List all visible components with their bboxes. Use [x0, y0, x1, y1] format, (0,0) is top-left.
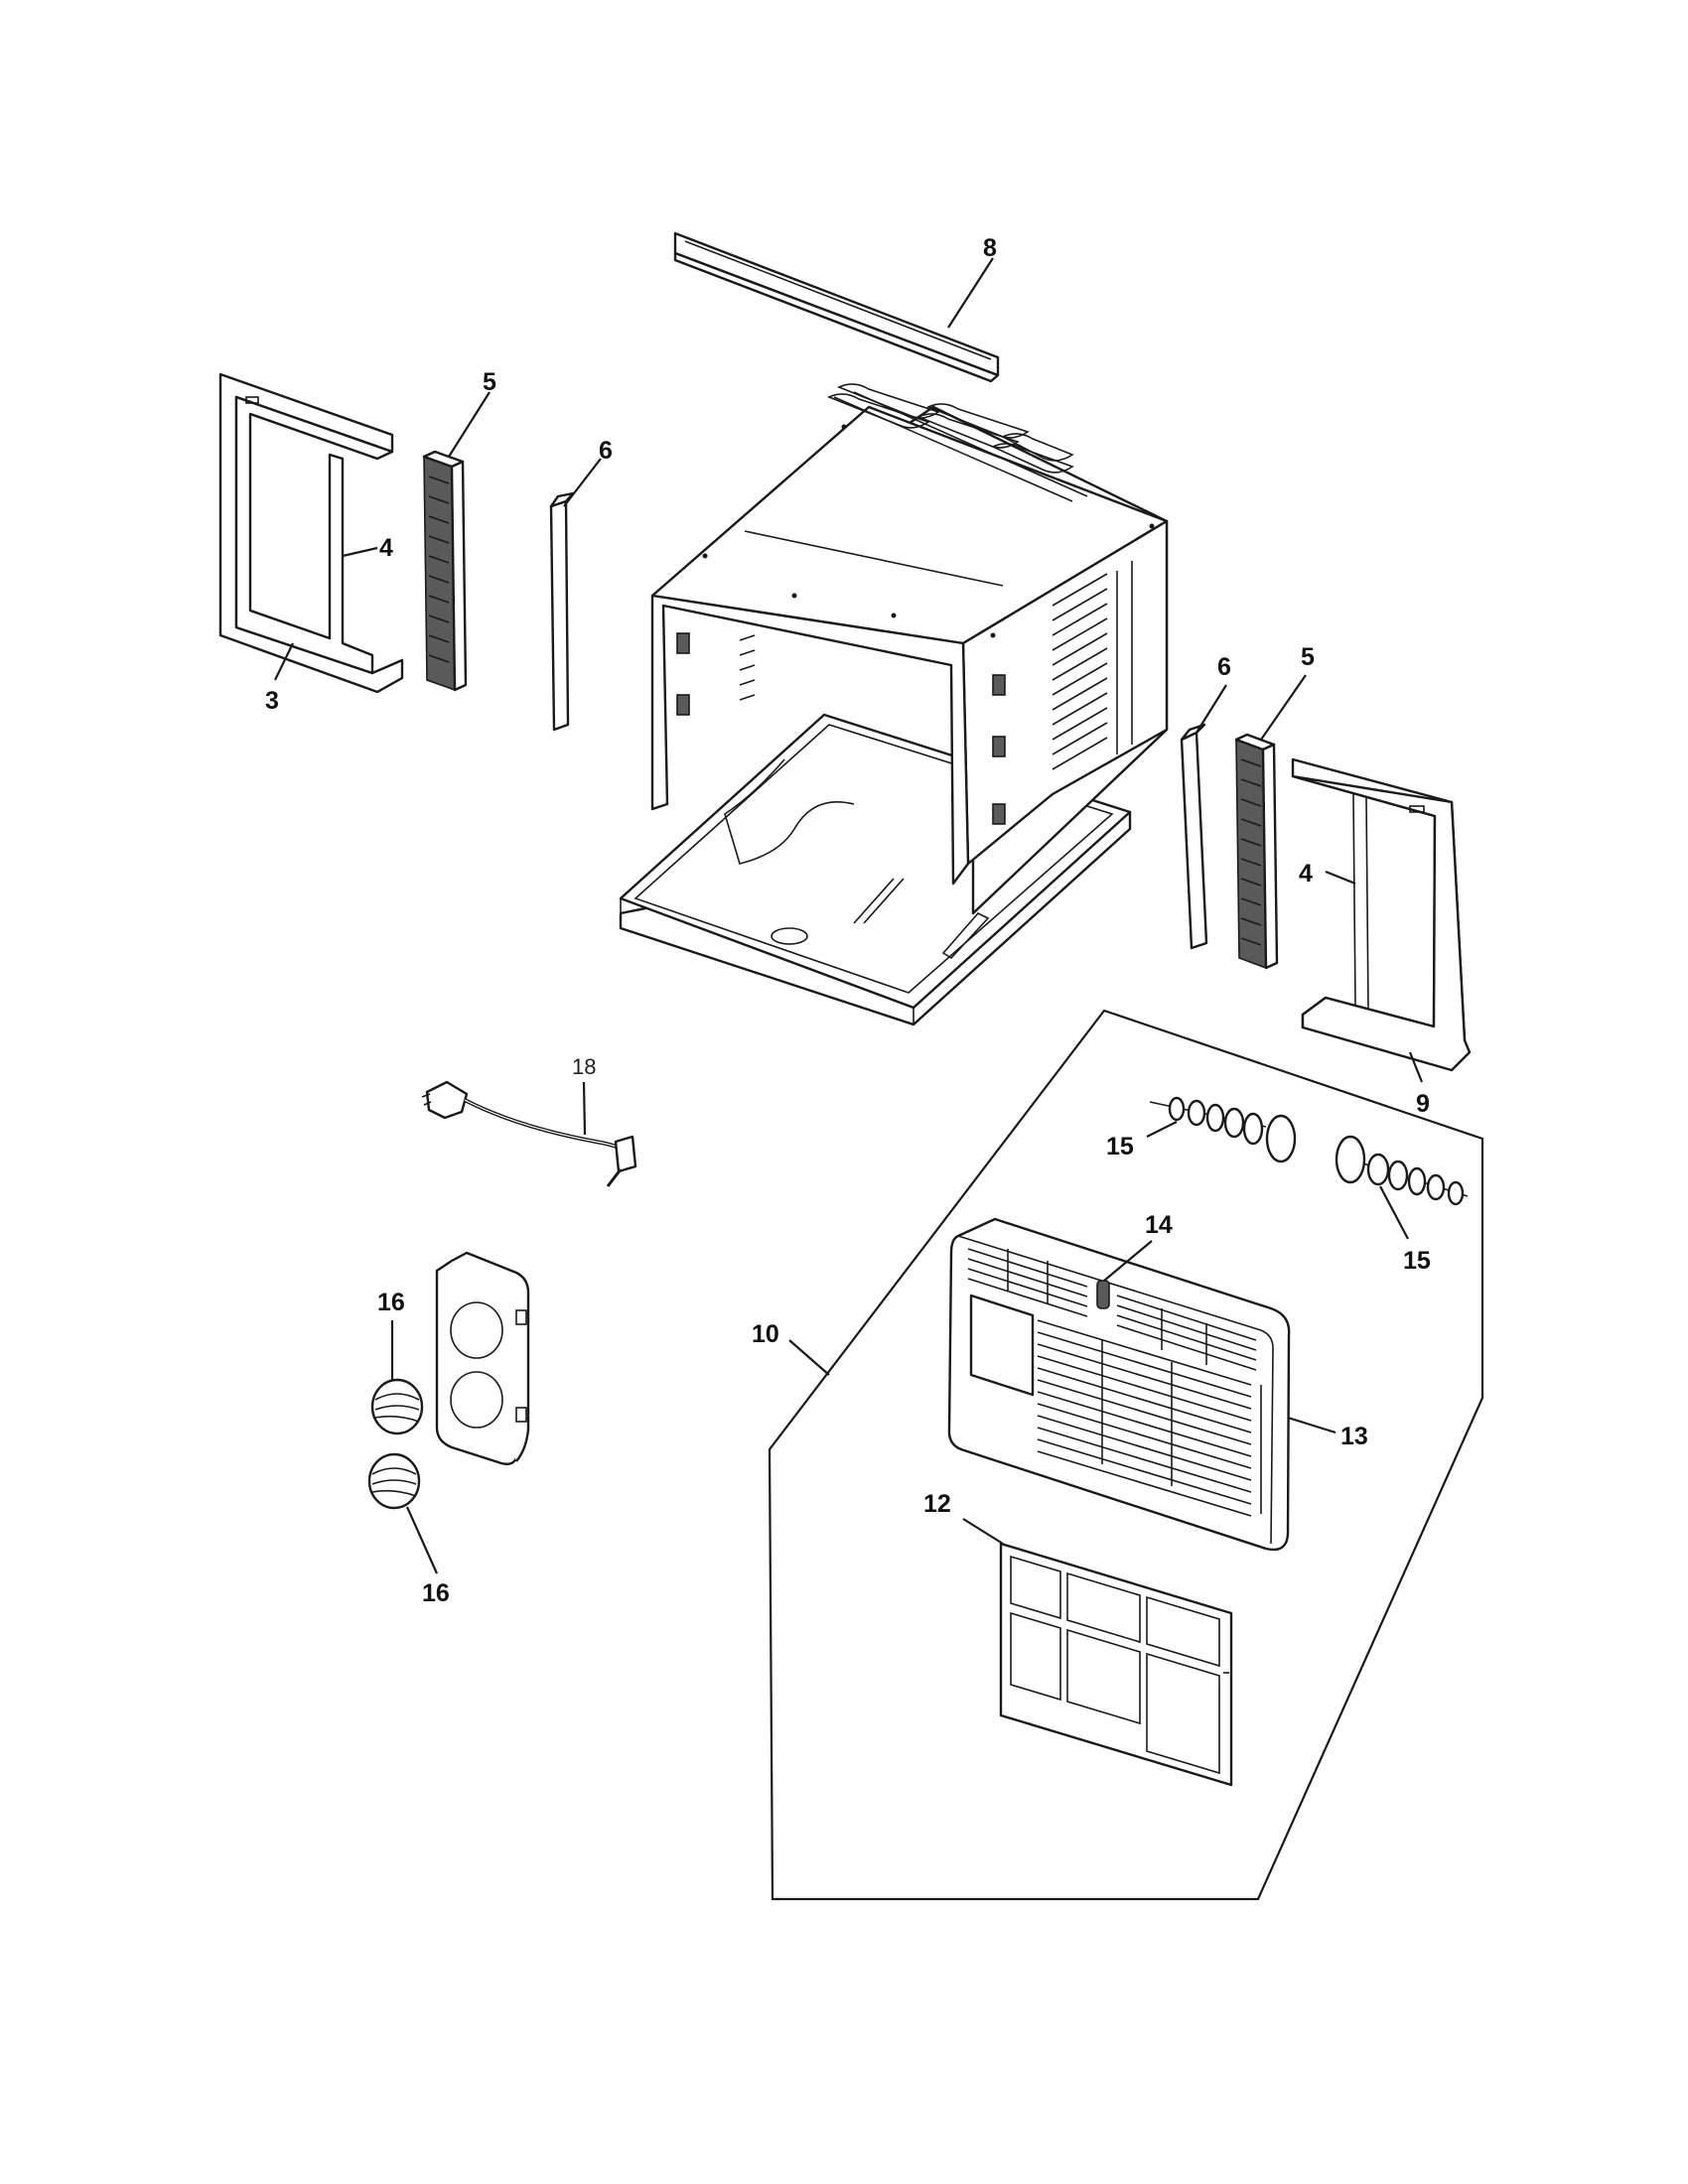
callout-12: 12: [923, 1490, 951, 1518]
control-knob-upper-part: [370, 1378, 424, 1435]
callout-9: 9: [1416, 1090, 1430, 1118]
power-cord-part: [421, 1080, 637, 1187]
leader-5-right: [1260, 674, 1307, 741]
control-window: [969, 1294, 1035, 1397]
front-grille-part: [947, 1217, 1291, 1552]
leader-15-upper: [1146, 1121, 1178, 1138]
top-louvers-icon: [967, 1248, 1257, 1371]
leader-8: [947, 257, 994, 329]
leader-4-right: [1325, 870, 1356, 886]
callout-4-left: 4: [379, 534, 393, 562]
right-gasket-part: [1180, 723, 1208, 950]
callout-4-right: 4: [1299, 860, 1313, 887]
air-filter-part: [999, 1542, 1233, 1787]
leader-12: [962, 1518, 1004, 1545]
assembly-10-boundary: [768, 1009, 1484, 1901]
leader-15-lower: [1379, 1185, 1409, 1240]
louver-shaft-lower-part: [1335, 1135, 1469, 1206]
leader-3: [274, 642, 294, 681]
control-bezel-part: [435, 1251, 530, 1465]
leader-9: [1408, 1051, 1424, 1083]
callout-18: 18: [572, 1054, 596, 1079]
callout-3: 3: [265, 687, 279, 715]
control-knob-lower-part: [367, 1452, 421, 1510]
right-foam-seal-part: [1234, 733, 1279, 970]
top-vents-icon: [826, 383, 1074, 474]
callout-16-lower: 16: [422, 1579, 450, 1607]
side-vents-icon: [1052, 561, 1133, 770]
top-rail-part: [673, 231, 1000, 383]
leader-5-left: [448, 391, 491, 458]
callout-13: 13: [1340, 1423, 1368, 1450]
leader-4-left: [342, 546, 378, 558]
callout-14: 14: [1145, 1211, 1173, 1239]
callout-6-left: 6: [599, 437, 613, 465]
right-curtain-frame-part: [1291, 757, 1472, 1072]
leader-18: [582, 1081, 587, 1136]
leader-6-right: [1196, 684, 1227, 734]
callout-15-upper: 15: [1106, 1133, 1134, 1160]
callout-5-left: 5: [483, 368, 496, 396]
left-gasket-part: [549, 491, 575, 732]
leader-16-lower: [405, 1506, 439, 1574]
grille-slats-icon: [1037, 1319, 1252, 1517]
leader-13: [1287, 1416, 1336, 1434]
louver-knob-icon: [1096, 1280, 1110, 1309]
leader-14: [1103, 1240, 1153, 1282]
callout-15-lower: 15: [1403, 1247, 1431, 1275]
leader-10: [788, 1339, 830, 1376]
cabinet-part: [619, 383, 1169, 1026]
callout-5-right: 5: [1301, 643, 1315, 671]
callout-6-right: 6: [1217, 653, 1231, 681]
left-curtain-frame-part: [218, 372, 404, 694]
callout-8: 8: [983, 234, 997, 262]
louver-shaft-upper-part: [1149, 1096, 1297, 1163]
leader-6-left: [563, 458, 602, 507]
callout-10: 10: [752, 1320, 779, 1348]
callout-16-upper: 16: [377, 1289, 405, 1316]
left-foam-seal-part: [422, 450, 468, 692]
